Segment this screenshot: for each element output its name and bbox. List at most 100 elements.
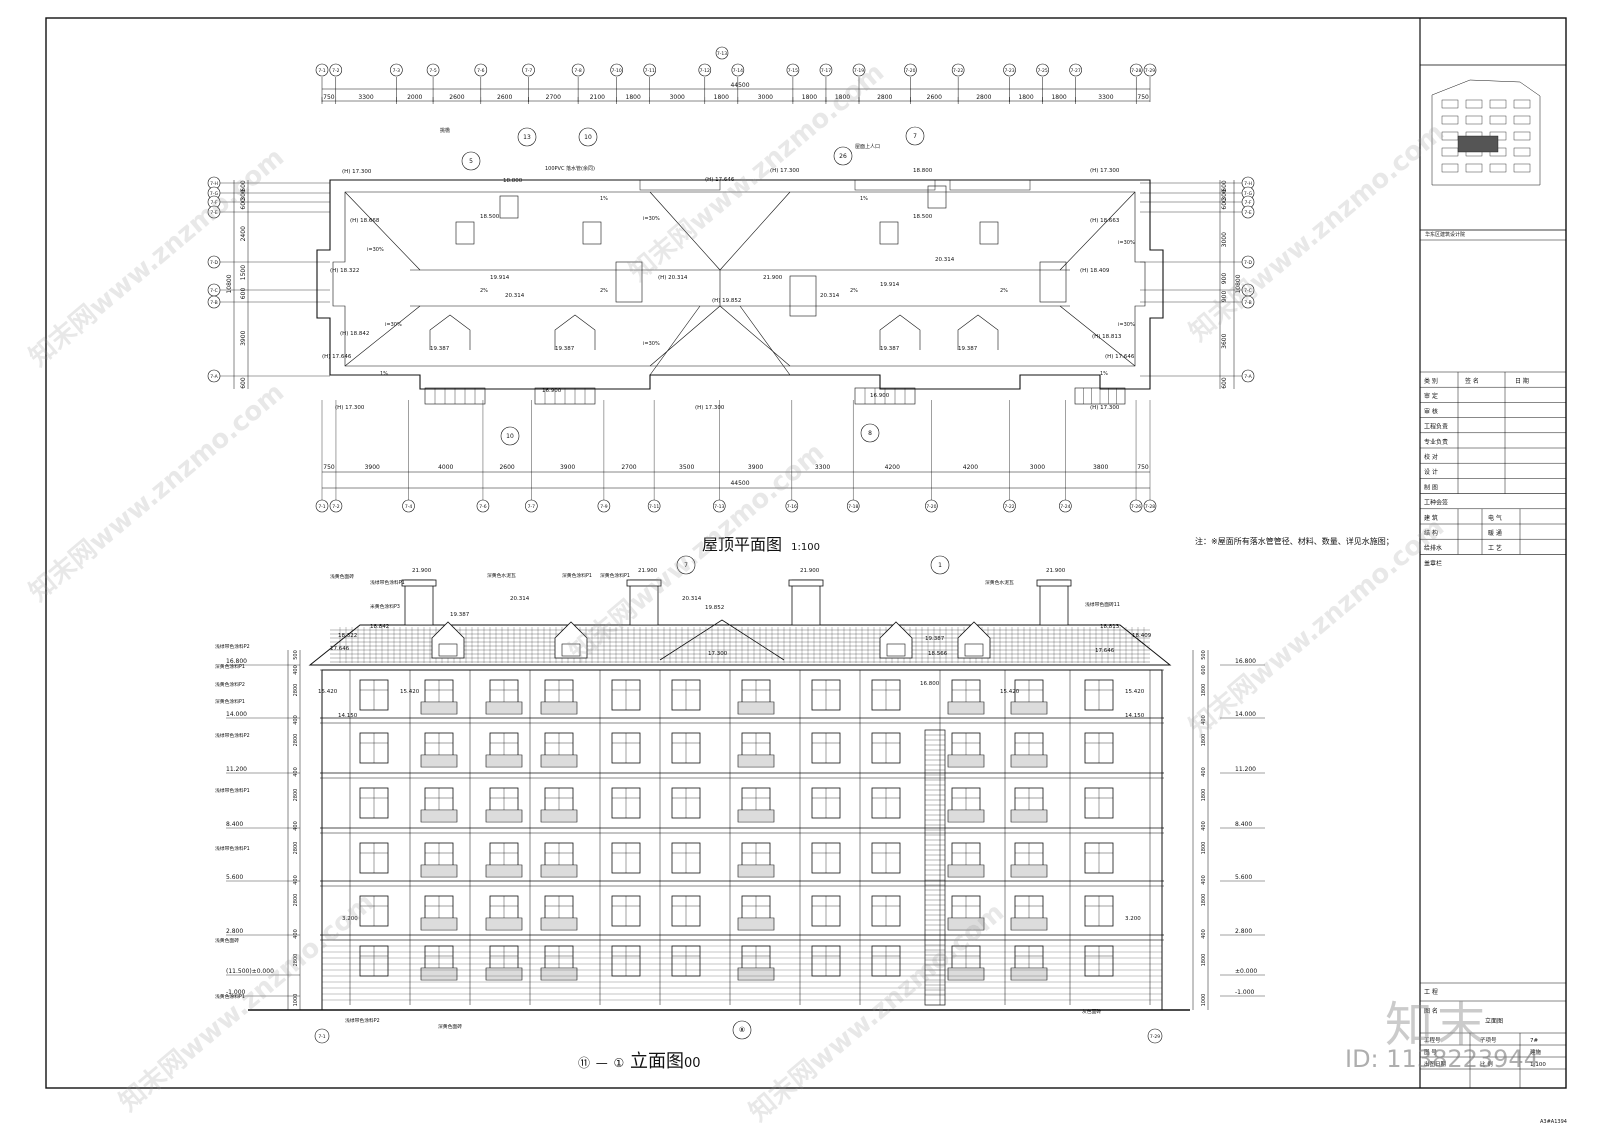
elevation-mark: 18.800 <box>913 168 933 174</box>
axis-bubble <box>643 63 657 77</box>
dimension-text: 400 <box>1201 715 1207 725</box>
material-label: 浅黄色面砖 <box>330 573 354 580</box>
dimension-text: 3900 <box>560 464 575 471</box>
vent-box <box>979 221 999 245</box>
elevation-axis-to: ① <box>613 1056 625 1070</box>
dimension-text: 1800 <box>714 94 729 101</box>
dimension-text: 1000 <box>293 994 299 1007</box>
level-label: 8.400 <box>226 821 243 828</box>
dimension-text: 2800 <box>293 894 299 907</box>
elevation-mark: 21.900 <box>638 568 658 574</box>
axis-label: 7-20 <box>926 504 936 510</box>
axis-bubble <box>426 63 440 77</box>
material-label: 灰色面砖 <box>1082 1008 1101 1015</box>
building-outline <box>316 179 1164 390</box>
axis-bubble <box>525 499 538 513</box>
level-label: 5.600 <box>1235 874 1252 881</box>
dimension-text: 1800 <box>1201 684 1207 697</box>
dimension-text: 1800 <box>1201 894 1207 907</box>
level-label: 11.200 <box>1235 766 1256 773</box>
dimension-text: 1000 <box>1201 994 1207 1007</box>
axis-label: 7-16 <box>787 504 797 510</box>
elevation-mark: 18.409 <box>1132 633 1152 639</box>
dimension-text: 300 <box>1221 189 1228 201</box>
sheet-code: A3#A1394 <box>1540 1119 1567 1125</box>
chimney <box>1039 579 1069 626</box>
dormer-plan <box>879 314 921 350</box>
tb-text: 审 定 <box>1424 392 1438 400</box>
dimension-text: 3000 <box>670 94 685 101</box>
axis-bubble <box>522 63 535 77</box>
hip-line <box>1059 191 1136 271</box>
tb-text: 建 筑 <box>1424 514 1438 522</box>
detail-callout <box>833 146 853 166</box>
dormer-window <box>438 643 458 657</box>
tb-text: 立面图 <box>1485 1017 1503 1025</box>
detail-callout-label: 5 <box>469 158 473 165</box>
center-gable <box>659 619 785 661</box>
callout-text: 屋面上人口 <box>855 143 880 150</box>
dormer <box>554 621 588 659</box>
dimension-text: 2400 <box>240 226 247 241</box>
elevation-mark: 3.200 <box>1125 916 1141 922</box>
axis-bubble <box>1003 63 1016 77</box>
tb-text: 给排水 <box>1424 544 1442 552</box>
chimney-cap <box>788 579 824 587</box>
elevation-mark: 18.813 <box>1100 624 1120 630</box>
axis-bubble <box>1143 63 1157 77</box>
stair-window <box>924 729 946 1006</box>
axis-label: 7-10 <box>612 68 622 74</box>
elevation-mark: 15.420 <box>400 689 420 695</box>
dimension-text: 3500 <box>679 464 694 471</box>
site-building <box>1465 163 1483 173</box>
axis-label: 7-17 <box>821 68 831 74</box>
dimension-text: 2800 <box>293 734 299 747</box>
axis-label: 7-B <box>1244 300 1251 306</box>
axis-label: 7-H <box>210 181 218 187</box>
dimension-text: 400 <box>1201 821 1207 831</box>
elevation-mark: 19.387 <box>430 346 450 352</box>
elevation-mark: (H) 17.300 <box>1090 168 1120 174</box>
hip-line <box>344 191 421 271</box>
tb-text: 图 名 <box>1424 1007 1438 1015</box>
dormer-window <box>561 643 581 657</box>
axis-label: 7-7 <box>528 504 535 510</box>
detail-callout-label: 8 <box>868 430 872 437</box>
skylight-box <box>1039 261 1067 303</box>
elevation-mark: 19.387 <box>880 346 900 352</box>
slope-label: 2% <box>1000 288 1008 294</box>
axis-label: 7-18 <box>848 504 858 510</box>
elevation-mark: 19.914 <box>880 282 900 288</box>
slope-label: 2% <box>480 288 488 294</box>
axis-label: 7-G <box>1244 191 1253 197</box>
level-label: 16.800 <box>226 658 247 665</box>
site-building <box>1489 163 1507 173</box>
site-building <box>1489 115 1507 125</box>
axis-label: 7-5 <box>429 68 436 74</box>
tb-text: 专业负责 <box>1424 438 1448 446</box>
slope-label: i=30% <box>643 341 660 347</box>
level-label: 16.800 <box>1235 658 1256 665</box>
tb-text: 设 计 <box>1424 468 1438 476</box>
slope-label: i=30% <box>385 322 402 328</box>
dimension-text: 1800 <box>1201 842 1207 855</box>
axis-bubble <box>1143 499 1157 513</box>
dimension-text: 400 <box>293 767 299 777</box>
elevation-mark: (H) 18.322 <box>330 268 359 274</box>
dimension-text: 750 <box>323 94 335 101</box>
dimension-text: 2800 <box>293 789 299 802</box>
level-label: -1.000 <box>226 989 246 996</box>
elevation-mark: 19.387 <box>958 346 978 352</box>
roof-plan-scale: 1:100 <box>791 542 820 553</box>
level-label: 2.800 <box>226 928 243 935</box>
detail-callout <box>905 126 925 146</box>
axis-bubble <box>1036 63 1049 77</box>
tb-text: 工程负责 <box>1424 423 1448 431</box>
axis-bubble <box>597 499 611 513</box>
dimension-text: 44500 <box>730 480 749 487</box>
axis-label: 7-23 <box>1004 68 1014 74</box>
dimension-text: 2800 <box>877 94 892 101</box>
axis-bubble <box>1129 499 1143 513</box>
dimension-text: 3300 <box>815 464 830 471</box>
